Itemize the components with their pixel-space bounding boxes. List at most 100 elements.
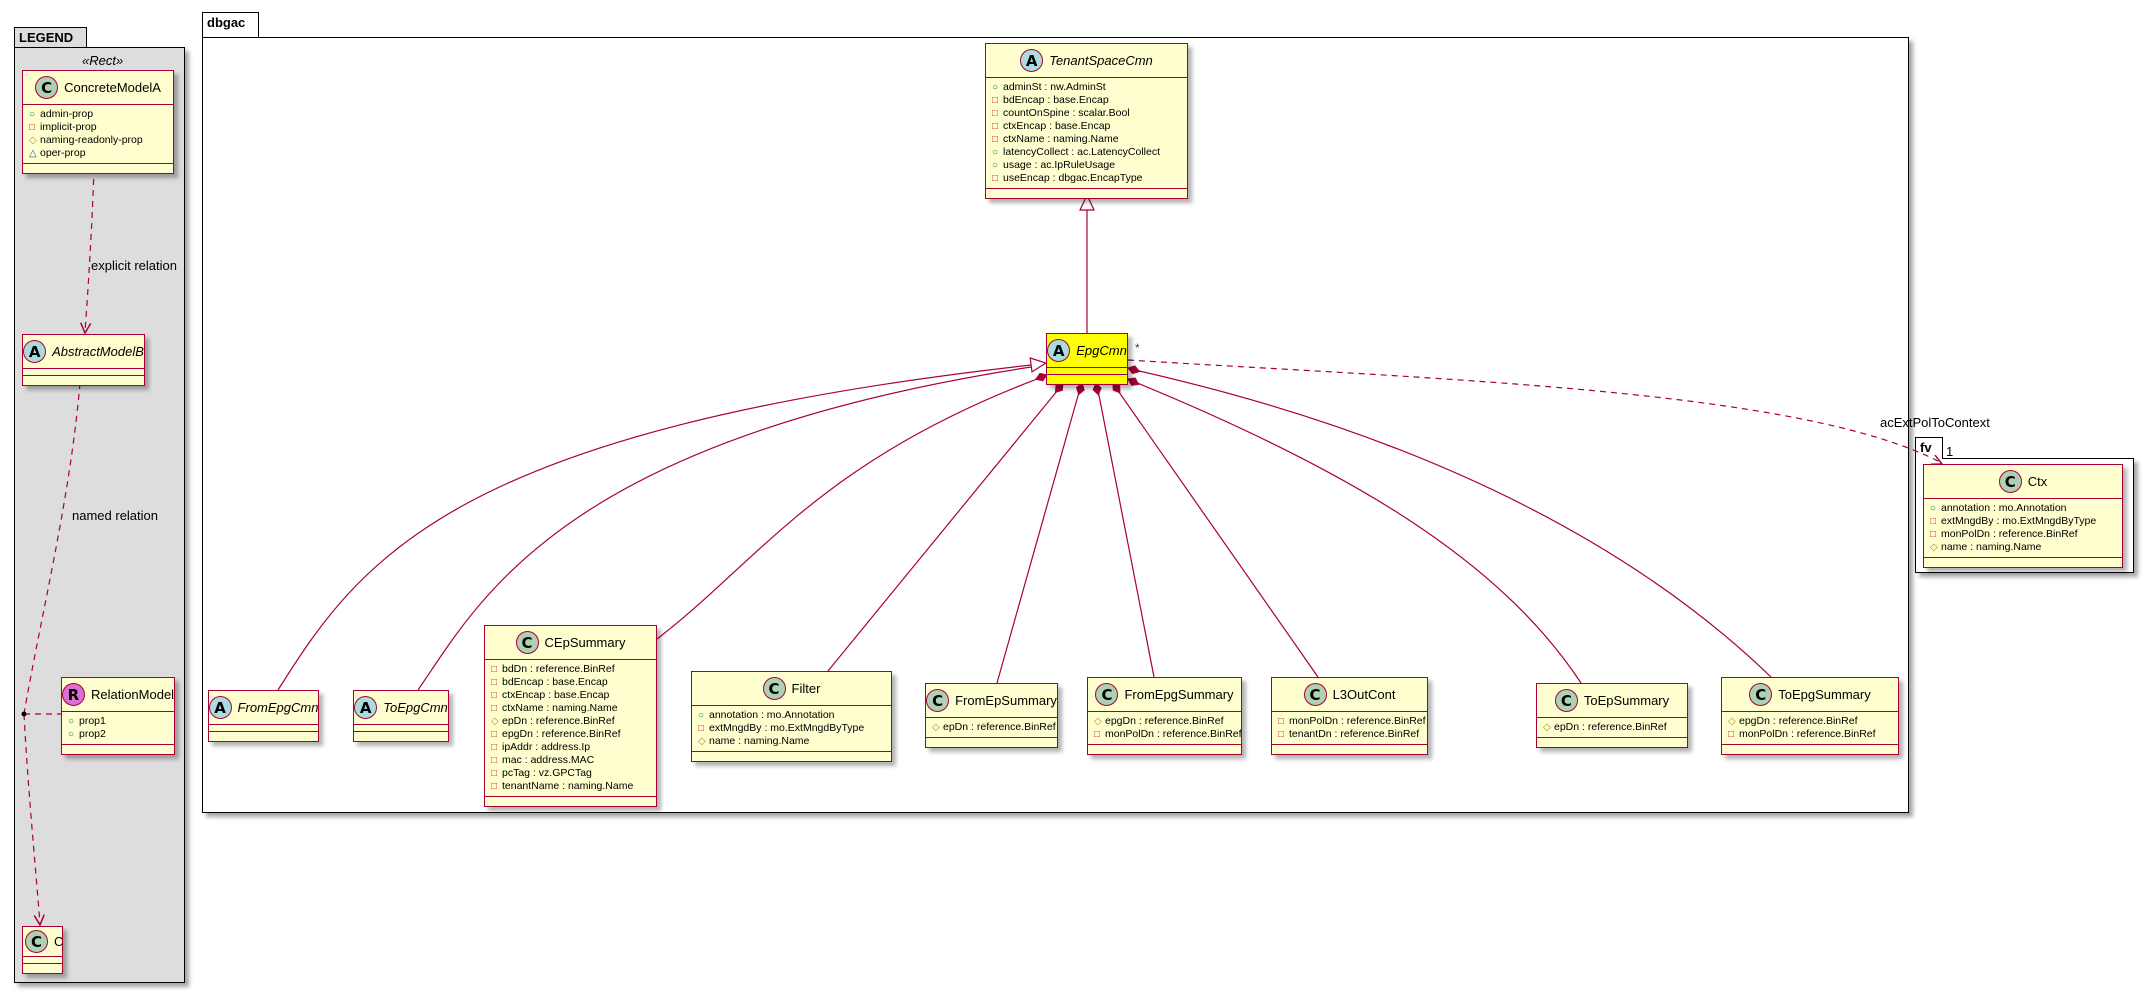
attribute-text: implicit-prop — [40, 121, 97, 133]
attribute-row: □monPolDn : reference.BinRef — [1930, 528, 2116, 541]
methods-section — [23, 164, 173, 173]
attribute-row: ◇naming-readonly-prop — [29, 134, 167, 147]
class-stereotype-icon: C — [515, 631, 539, 654]
methods-section — [23, 964, 62, 973]
private-visibility-icon: □ — [698, 723, 705, 734]
class-toepsummary[interactable]: C ToEpSummary ◇epDn : reference.BinRef — [1536, 683, 1688, 748]
attributes-section: □ monPolDn : reference.BinRef □ tenantDn : … — [1272, 712, 1427, 745]
public-visibility-icon: ○ — [992, 82, 999, 93]
attribute-row: □extMngdBy : mo.ExtMngdByType — [1930, 515, 2116, 528]
attribute-text: useEncap : dbgac.EncapType — [1003, 172, 1143, 184]
attribute-row: □ monPolDn : reference.BinRef — [1278, 715, 1426, 728]
class-stereotype-icon: C — [1303, 683, 1327, 706]
legend-package-tab: LEGEND — [14, 27, 87, 48]
private-visibility-icon: □ — [992, 108, 999, 119]
private-visibility-icon: □ — [1278, 729, 1285, 740]
attribute-text: ctxName : naming.Name — [502, 702, 618, 714]
private-visibility-icon: □ — [491, 703, 498, 714]
attribute-row: □bdDn : reference.BinRef — [491, 663, 650, 676]
attribute-text: bdDn : reference.BinRef — [502, 663, 615, 675]
class-stereotype-icon: C — [1095, 683, 1119, 706]
methods-section — [1722, 745, 1898, 754]
class-stereotype-icon: C — [926, 689, 950, 712]
protected-visibility-icon: ◇ — [1094, 716, 1102, 727]
class-stereotype-icon: C — [35, 76, 59, 99]
class-name: C — [54, 934, 64, 949]
abstract-class-stereotype-icon: A — [354, 696, 378, 719]
attribute-row: △oper-prop — [29, 147, 167, 160]
public-visibility-icon: ○ — [68, 716, 75, 727]
methods-section — [926, 738, 1057, 747]
arrow-head-icon — [80, 322, 92, 335]
public-visibility-icon: ○ — [68, 729, 75, 740]
edge-explicit-relation — [84, 167, 95, 333]
relation-dot — [21, 711, 27, 717]
attribute-row: □ctxName : naming.Name — [992, 133, 1181, 146]
edge-composition-fromepgsummary — [1096, 384, 1155, 678]
edge-acextpoltocontext — [1127, 359, 1941, 463]
attribute-row: ○adminSt : nw.AdminSt — [992, 81, 1181, 94]
attribute-text: oper-prop — [40, 147, 86, 159]
attribute-row: □ tenantDn : reference.BinRef — [1278, 728, 1421, 741]
attribute-row: □ipAddr : address.Ip — [491, 741, 650, 754]
attributes-section: ◇epDn : reference.BinRef — [1537, 718, 1687, 738]
attribute-row: ◇epgDn : reference.BinRef — [1094, 715, 1235, 728]
attribute-row: □tenantName : naming.Name — [491, 780, 650, 793]
edge-composition-toepgsummary — [1129, 368, 1772, 678]
attribute-row: ◇epDn : reference.BinRef — [932, 721, 1056, 734]
attribute-row: ◇epDn : reference.BinRef — [491, 715, 650, 728]
methods-section — [23, 376, 144, 385]
attribute-row: □ useEncap : dbgac.EncapType — [992, 172, 1181, 185]
dbgac-package-tab: dbgac — [202, 12, 259, 38]
methods-section — [986, 189, 1187, 198]
attribute-text: epDn : reference.BinRef — [943, 721, 1056, 733]
attribute-text: tenantDn : reference.BinRef — [1289, 728, 1420, 740]
attribute-text: name : naming.Name — [1941, 541, 2042, 553]
attribute-row: ◇name : naming.Name — [1930, 541, 2116, 554]
attributes-section — [1047, 368, 1127, 375]
attribute-text: bdEncap : base.Encap — [502, 676, 608, 688]
attribute-row: □epgDn : reference.BinRef — [491, 728, 650, 741]
class-stereotype-icon: C — [1554, 689, 1578, 712]
attributes-section: ◇epgDn : reference.BinRef□monPolDn : ref… — [1088, 712, 1242, 745]
attribute-row: □bdEncap : base.Encap — [491, 676, 650, 689]
private-visibility-icon: □ — [491, 729, 498, 740]
attribute-text: ctxEncap : base.Encap — [1003, 120, 1111, 132]
attributes-section: ○annotation : mo.Annotation□extMngdBy : … — [1924, 499, 2122, 558]
attribute-text: epDn : reference.BinRef — [502, 715, 615, 727]
attribute-text: monPolDn : reference.BinRef — [1105, 728, 1242, 740]
class-name: ToEpSummary — [1583, 693, 1670, 708]
attribute-text: bdEncap : base.Encap — [1003, 94, 1109, 106]
attribute-row: ○annotation : mo.Annotation — [1930, 502, 2116, 515]
explicit-relation-label: explicit relation — [91, 258, 177, 273]
protected-visibility-icon: ◇ — [698, 736, 706, 747]
methods-section — [485, 797, 656, 806]
private-visibility-icon: □ — [491, 690, 498, 701]
attributes-section: ◇epDn : reference.BinRef — [926, 718, 1057, 738]
attribute-text: monPolDn : reference.BinRef — [1739, 728, 1876, 740]
private-visibility-icon: □ — [992, 173, 999, 184]
class-stereotype-icon: C — [762, 677, 786, 700]
private-visibility-icon: □ — [1278, 716, 1285, 727]
attribute-text: monPolDn : reference.BinRef — [1289, 715, 1426, 727]
methods-section — [1537, 738, 1687, 747]
protected-visibility-icon: ◇ — [1728, 716, 1736, 727]
attribute-text: epgDn : reference.BinRef — [1739, 715, 1858, 727]
abstract-class-stereotype-icon: A — [23, 340, 47, 363]
attribute-text: mac : address.MAC — [502, 754, 595, 766]
